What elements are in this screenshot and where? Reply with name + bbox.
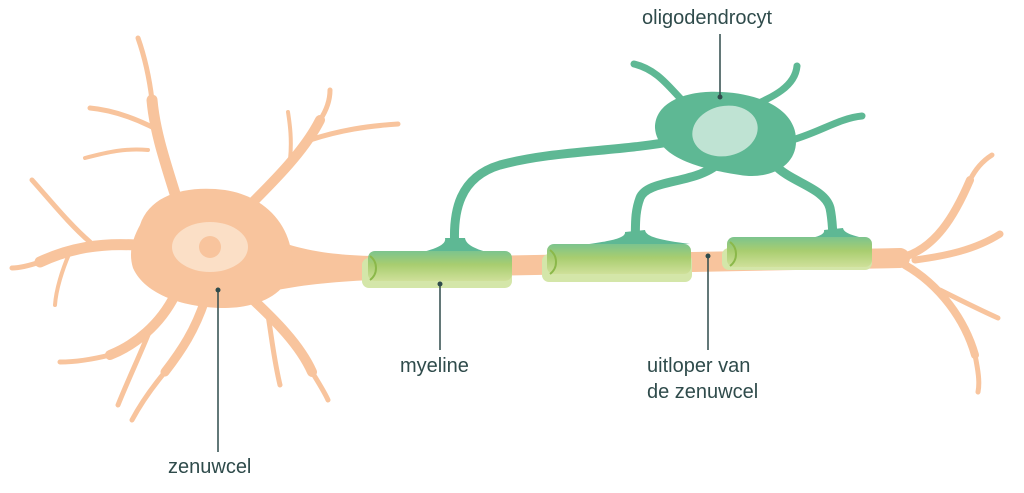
myelin-sheath-1	[362, 251, 512, 288]
leader-lines	[215, 34, 723, 452]
dendrite-lower-left	[105, 290, 180, 360]
leader-oligodendrocyte-dot	[717, 94, 723, 100]
label-axon-line-2: de zenuwcel	[647, 381, 759, 403]
dendrite-lower-tip	[129, 369, 168, 423]
dendrite-top-tip	[135, 35, 155, 103]
sheath-3-front	[727, 237, 872, 267]
dendrite-upper-right-branch	[307, 121, 401, 143]
dendrite-lower-right-branch	[265, 312, 283, 388]
axon-terminals	[896, 152, 1004, 395]
dendrite-lower-left-tip	[57, 352, 113, 365]
dendrite-top-branch	[87, 105, 161, 133]
dendrite-lower	[160, 295, 210, 377]
terminal-upper	[896, 176, 974, 262]
label-oligodendrocyte: oligodendrocyt	[642, 7, 773, 29]
oligodendrocyte-nucleus	[692, 105, 758, 157]
dendrite-left	[34, 239, 141, 268]
dendrite-upper-right-branch-2	[286, 110, 293, 162]
leader-myelin-dot	[437, 281, 443, 287]
dendrite-upper-right	[245, 115, 325, 210]
dendrite-top-branch-2	[83, 147, 150, 160]
glia-process-to-sheath-1	[449, 135, 685, 255]
leader-axon-dot	[705, 253, 711, 259]
sheath-2-front	[547, 244, 691, 274]
glia-process-right	[788, 112, 866, 144]
leader-neuron-dot	[215, 287, 221, 293]
glia-process-to-sheath-2	[630, 155, 727, 249]
neuron-nucleolus	[199, 236, 221, 258]
dendrite-left-tip	[9, 259, 43, 271]
sheath-1-front	[368, 251, 512, 281]
neuron	[9, 35, 1004, 423]
axon-hillock	[268, 238, 372, 292]
terminal-upper-tip	[967, 152, 995, 183]
glia-flare-2	[570, 230, 690, 247]
dendrite-left-branch-down	[53, 250, 72, 307]
dendrite-lower-right	[243, 290, 317, 377]
dendrites	[9, 35, 401, 423]
terminal-middle	[911, 230, 1004, 264]
dendrite-upper-right-tip	[317, 87, 333, 123]
sheath-2-rim	[549, 249, 557, 275]
myelin-sheath-3	[722, 237, 872, 270]
myelin-sheath-2	[542, 244, 692, 282]
sheath-3-rim	[729, 241, 737, 267]
label-myelin: myeline	[400, 355, 469, 377]
dendrite-lower-left-branch	[115, 327, 153, 408]
dendrite-left-branch-up	[29, 177, 93, 245]
terminal-lower	[901, 261, 979, 359]
sheath-1-rim	[369, 255, 377, 281]
terminal-lower-tip	[972, 352, 982, 395]
dendrite-lower-right-tip	[309, 369, 331, 403]
terminal-lower-branch	[937, 287, 1001, 321]
label-axon-line-1: uitloper van	[647, 355, 751, 377]
myelin-sheaths	[362, 237, 872, 288]
oligodendrocyte	[449, 60, 866, 255]
label-neuron: zenuwcel	[168, 456, 252, 478]
